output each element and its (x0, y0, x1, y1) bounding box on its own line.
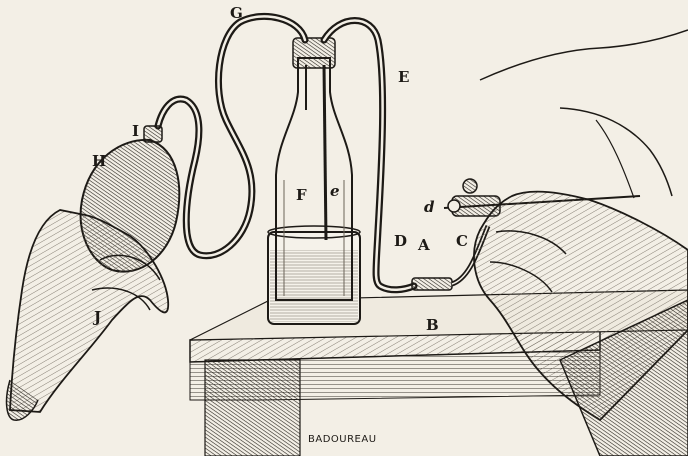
label-e: e (330, 182, 340, 200)
water (270, 250, 358, 322)
label-G: G (230, 4, 243, 22)
label-E: E (398, 68, 409, 86)
table-leg (205, 360, 300, 456)
label-B: B (426, 316, 439, 334)
label-H: H (92, 152, 106, 170)
label-I: I (132, 122, 139, 140)
bulb-nozzle (144, 126, 162, 142)
artist-signature: BADOUREAU (308, 434, 377, 445)
label-F: F (296, 186, 307, 204)
label-D: D (394, 232, 407, 250)
label-J: J (92, 308, 101, 326)
inner-tube (324, 65, 326, 240)
stopcock (463, 179, 477, 193)
beaker (268, 226, 360, 324)
label-d: d (424, 198, 435, 216)
label-A: A (417, 236, 430, 254)
stopper (293, 38, 335, 68)
label-C: C (456, 232, 468, 250)
